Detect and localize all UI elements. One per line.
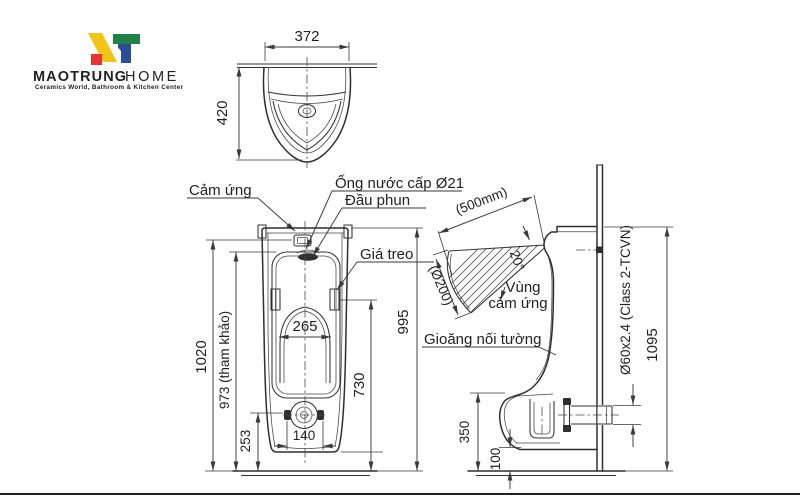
sensor-wall-mark <box>596 246 603 253</box>
logo-tagline: Ceramics World, Bathroom & Kitchen Cente… <box>35 84 183 91</box>
dim-253: 253 <box>238 430 253 453</box>
urinal-front-outline <box>261 227 349 453</box>
logo-mark-yellow-icon <box>88 33 117 62</box>
front-view: Cảm ứng Ống nước cấp Ø21 Đầu phun Giá tr… <box>187 174 464 477</box>
dim-350: 350 <box>457 421 472 444</box>
spray-head <box>298 253 318 261</box>
label-sensor-zone-2: cảm ứng <box>488 295 547 312</box>
label-supply-pipe: Ống nước cấp Ø21 <box>335 174 464 192</box>
label-hanger: Giá treo <box>360 246 413 263</box>
dim-730: 730 <box>351 372 368 397</box>
dim-pipe-spec: Ø60x2.4 (Class 2-TCVN) <box>618 225 633 375</box>
dim-1095: 1095 <box>644 328 661 361</box>
urinal-side-outline <box>499 225 598 451</box>
logo-brand-light: HOME <box>125 69 179 85</box>
logo-brand-bold: MAOTRUNG <box>33 69 127 85</box>
logo-mark-blue-icon <box>118 44 131 63</box>
dim-973: 973 (tham khảo) <box>217 311 232 409</box>
dim-20deg: 20° <box>507 248 528 272</box>
logo-mark-green-icon <box>113 34 140 44</box>
dim-140: 140 <box>293 428 316 443</box>
dim-265: 265 <box>292 318 317 335</box>
top-view: 372 420 <box>214 28 377 168</box>
sensor-window <box>293 234 312 247</box>
pipe-bolt-top <box>563 398 571 405</box>
logo-mark-red-icon <box>91 54 102 65</box>
top-dim-width: 372 <box>294 28 319 45</box>
logo: MAOTRUNG HOME Ceramics World, Bathroom &… <box>33 33 183 91</box>
label-spray-head: Đầu phun <box>345 192 410 209</box>
top-dim-depth: 420 <box>214 100 231 125</box>
dim-995: 995 <box>395 309 412 334</box>
label-sensor: Cảm ứng <box>189 182 252 199</box>
label-sensor-zone-1: Vùng <box>505 279 540 296</box>
label-wall-gasket: Gioăng nối tường <box>424 331 541 348</box>
dim-1020: 1020 <box>193 340 210 373</box>
pipe-bolt-bottom <box>563 425 571 432</box>
dim-100: 100 <box>488 448 503 471</box>
side-view: (500mm) (Ø200) 20° Vùng cảm ứng Gioăng n… <box>422 164 673 489</box>
